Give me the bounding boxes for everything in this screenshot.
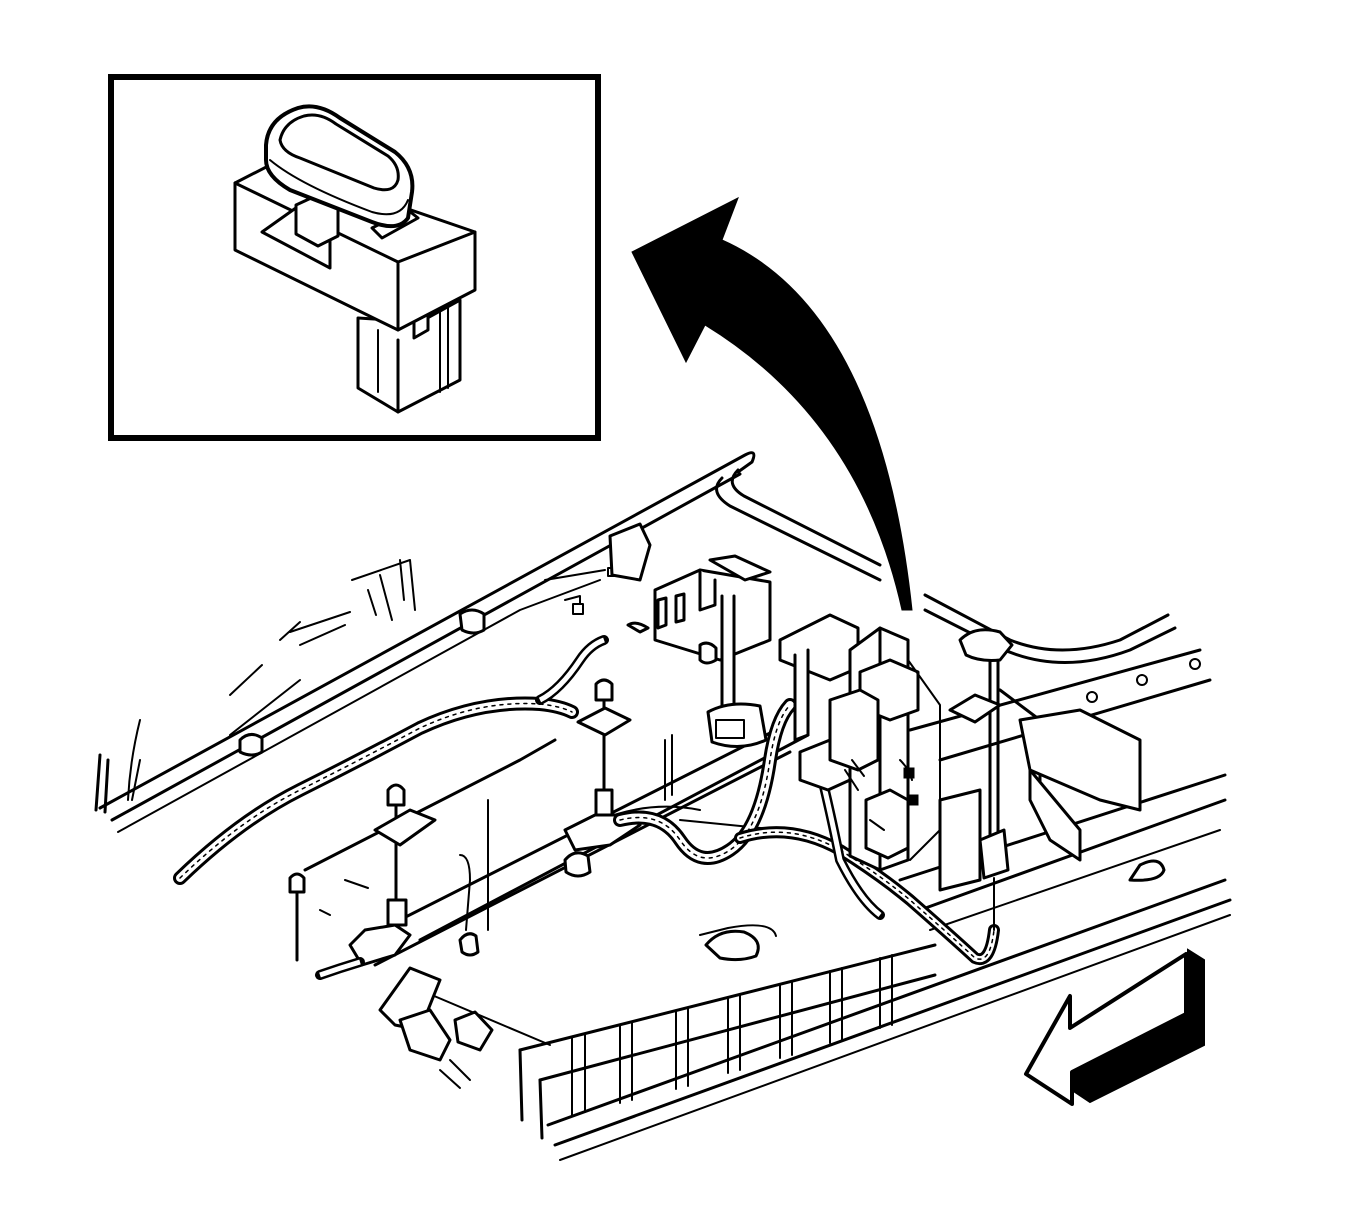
switch-icon [233, 104, 477, 414]
switch-mount-bracket [798, 626, 941, 872]
front-direction-arrow-icon [1024, 948, 1205, 1106]
front-sill [518, 878, 1232, 1161]
sill-ribs [571, 954, 893, 1116]
center-bracket [626, 554, 860, 748]
callout-arrow [631, 196, 913, 611]
cross-member [288, 678, 810, 967]
floor-assembly [94, 451, 1232, 1161]
lower-left-bracket [238, 522, 652, 1089]
floor-panel [303, 567, 781, 1046]
inset-detail [108, 74, 601, 441]
rear-seam [715, 468, 1177, 664]
wiring-harness-main [613, 698, 1000, 966]
left-rail [94, 451, 756, 833]
wiring-harness-left [173, 635, 609, 980]
right-rod-assembly [938, 628, 1142, 931]
